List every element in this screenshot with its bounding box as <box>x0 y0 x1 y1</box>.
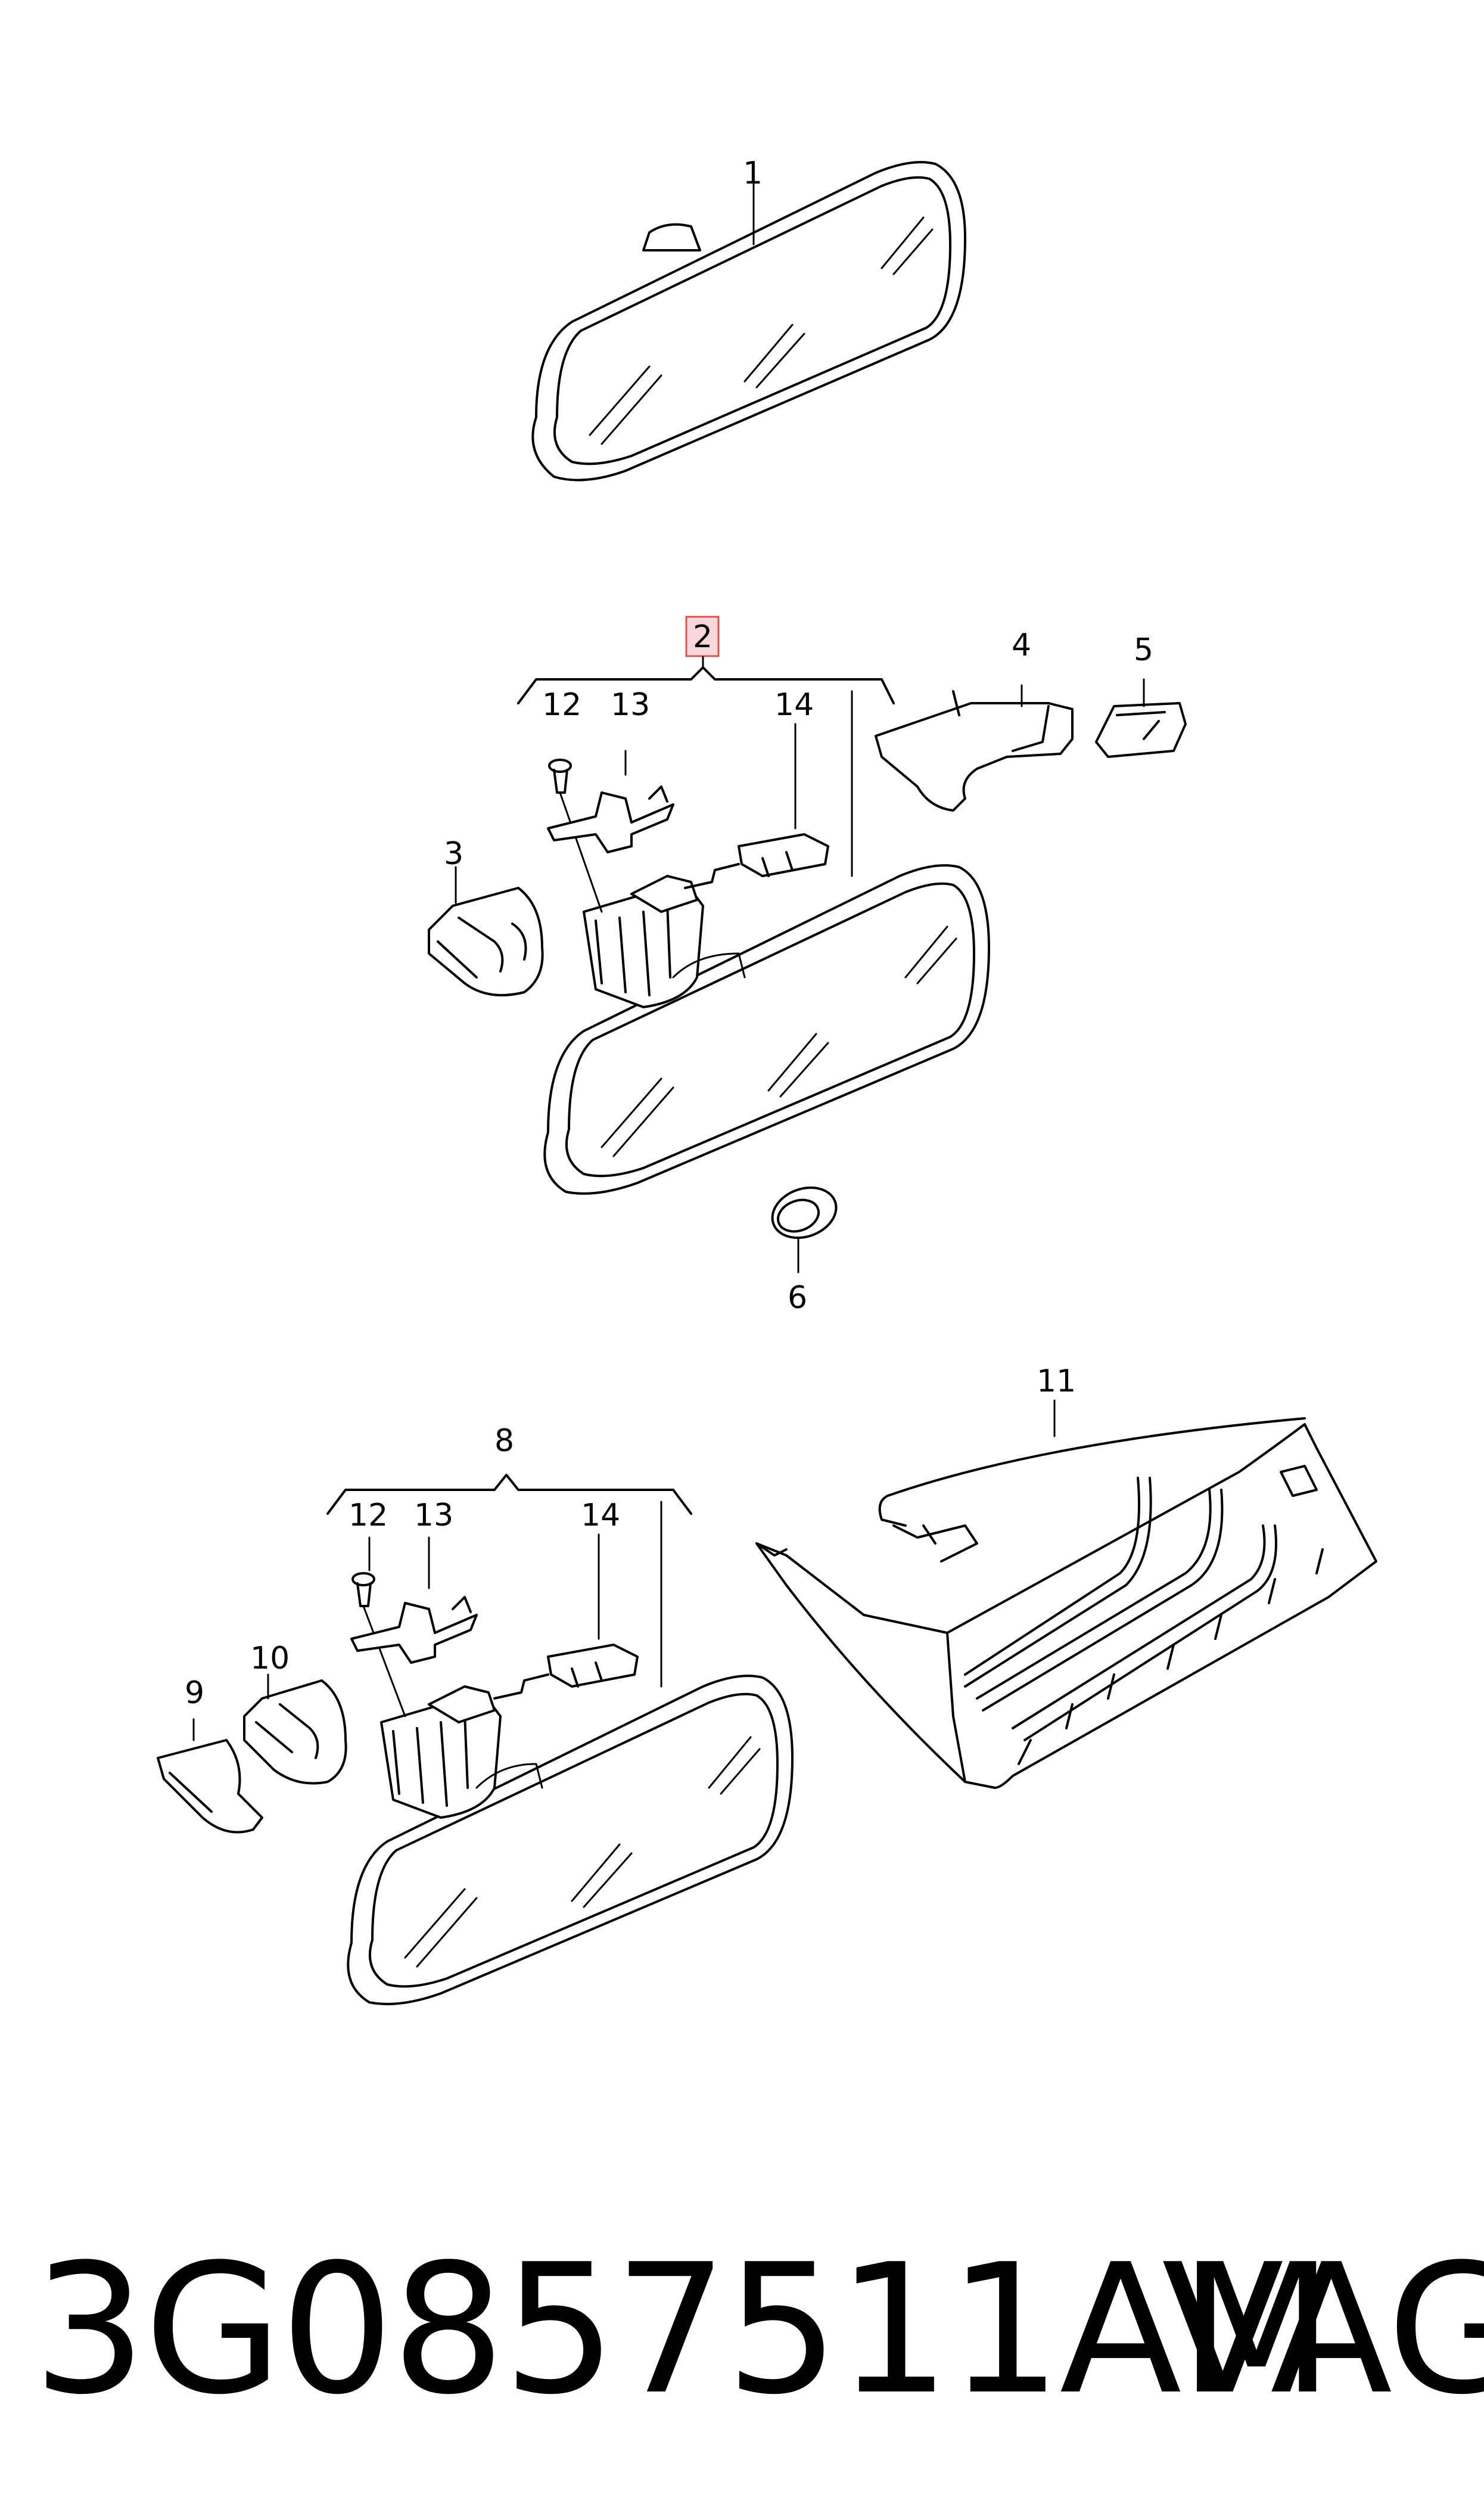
clip-part-13a <box>548 751 673 852</box>
brand-text: VAG <box>1162 2226 1484 2434</box>
screw-part-12a <box>549 760 602 912</box>
callout-label-3: 3 <box>444 836 463 872</box>
callout-label-1: 1 <box>743 156 763 191</box>
clip-part-13b <box>351 1538 477 1663</box>
callout-label-5: 5 <box>1134 632 1153 668</box>
part-number-text: 3G0857511AM <box>33 2226 1333 2434</box>
pad-part-6 <box>766 1179 844 1272</box>
callout-label-14a: 14 <box>774 687 814 723</box>
callout-label-12b: 12 <box>349 1498 388 1533</box>
cover-part-9 <box>158 1719 262 1832</box>
cover-part-10 <box>244 1675 346 1784</box>
mirror-part-8 <box>348 1676 792 2004</box>
callout-label-12a: 12 <box>542 687 581 723</box>
callout-label-10: 10 <box>250 1641 290 1676</box>
callout-label-13a: 13 <box>611 687 650 723</box>
callout-label-2: 2 <box>693 619 713 655</box>
callout-label-13b: 13 <box>414 1498 453 1533</box>
callout-label-4: 4 <box>1012 628 1031 663</box>
connector-part-14a <box>685 724 828 888</box>
connector-part-14b <box>494 1535 637 1698</box>
callout-label-6: 6 <box>788 1280 807 1316</box>
callout-label-8: 8 <box>494 1423 514 1459</box>
cover-part-3 <box>429 867 543 995</box>
mirror-part-1 <box>533 162 965 480</box>
cap-part-5 <box>1096 679 1186 757</box>
callout-label-14b: 14 <box>581 1498 620 1533</box>
trim-part-4 <box>876 685 1072 810</box>
callout-label-9: 9 <box>185 1675 204 1711</box>
mirror-part-2 <box>545 865 989 1194</box>
exploded-parts-diagram: 1 2 3 4 5 6 8 9 10 11 12 13 14 12 13 14 <box>0 156 1484 2205</box>
trim-panel-part-11 <box>757 1400 1376 1788</box>
label-2-highlight <box>685 616 720 657</box>
screw-part-12b <box>353 1538 405 1716</box>
callout-label-11: 11 <box>1037 1363 1076 1399</box>
